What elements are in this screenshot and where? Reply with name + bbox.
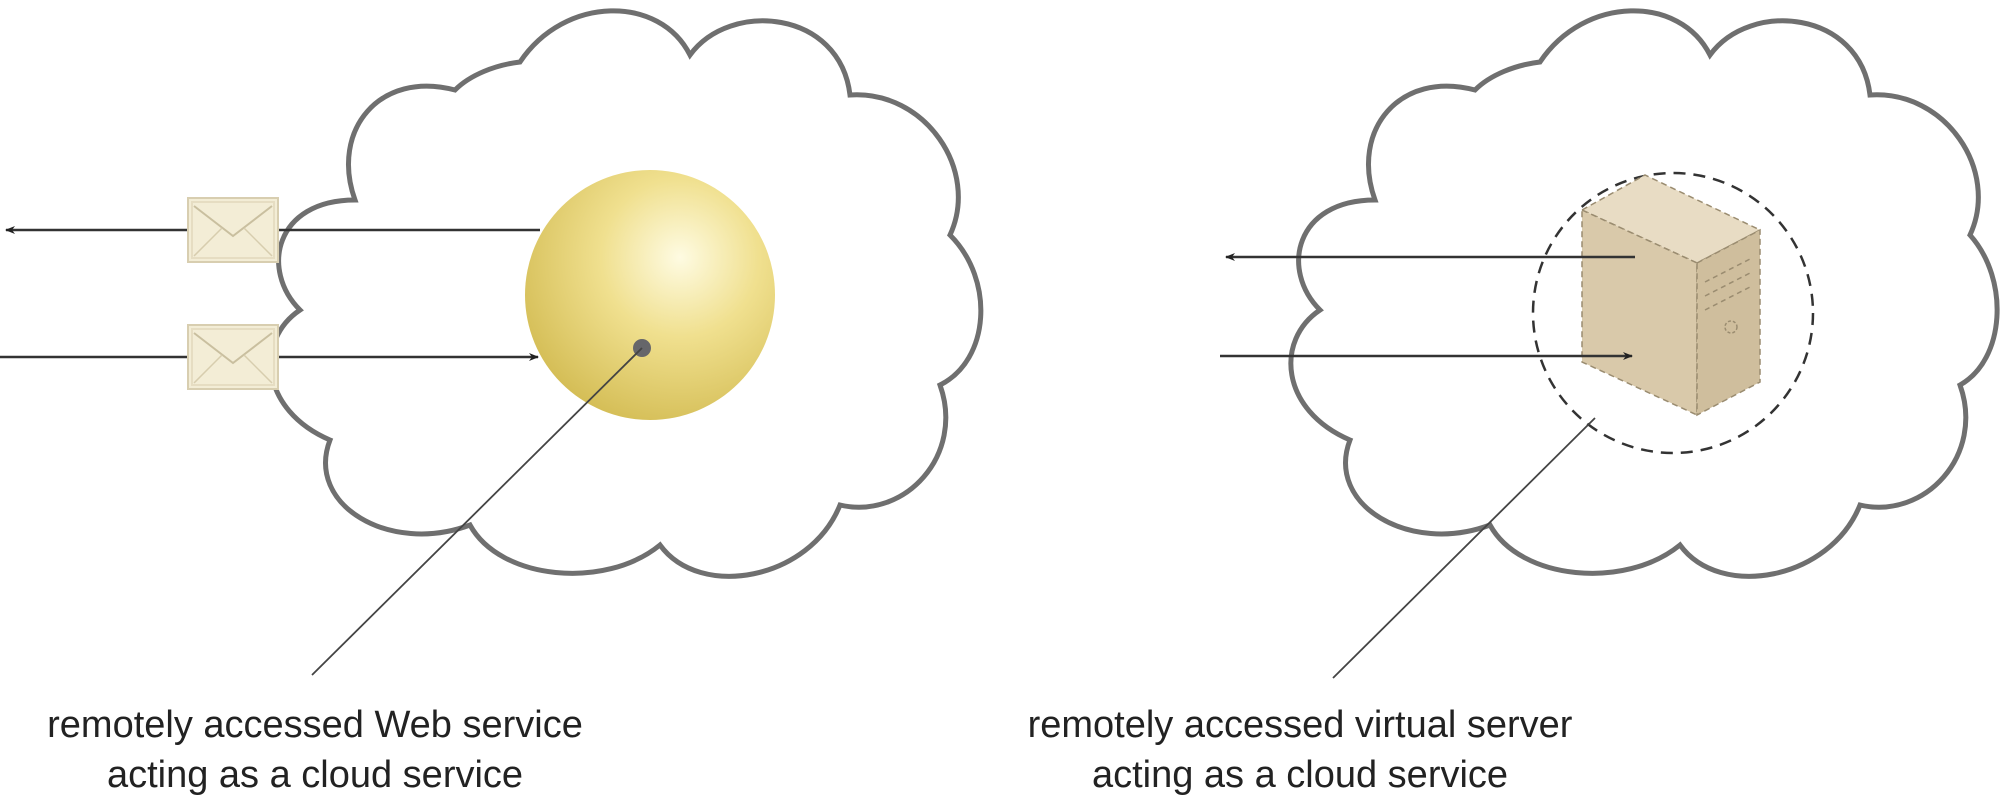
callout-leader-right <box>1332 417 1596 679</box>
caption-virtual-server-line1: remotely accessed virtual server <box>1027 704 1573 746</box>
envelope-icon <box>187 197 279 263</box>
server-icon <box>1580 174 1762 417</box>
caption-web-service-line1: remotely accessed Web service <box>47 704 583 746</box>
caption-virtual-server-line2: acting as a cloud service <box>1091 754 1509 796</box>
caption-virtual-server: remotely accessed virtual server acting … <box>980 700 1620 800</box>
callout-leader-left <box>311 347 643 676</box>
caption-web-service: remotely accessed Web service acting as … <box>0 700 630 800</box>
envelope-icon <box>187 324 279 390</box>
virtual-boundary-circle <box>1531 171 1815 455</box>
caption-web-service-line2: acting as a cloud service <box>106 754 524 796</box>
sphere-icon <box>525 170 775 420</box>
